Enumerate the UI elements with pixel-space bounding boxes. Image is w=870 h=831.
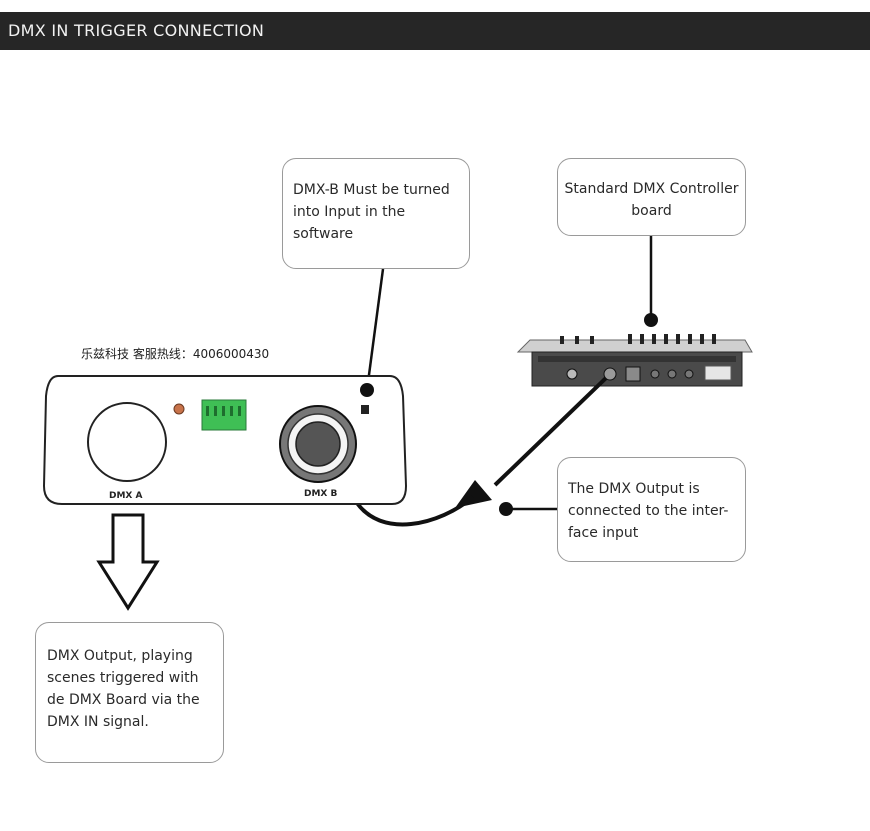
dmxb-connector-dot — [360, 383, 374, 397]
output-connector-dot — [499, 502, 513, 516]
header-bar: DMX IN TRIGGER CONNECTION — [0, 12, 870, 50]
controller-connector-dot — [644, 313, 658, 327]
page-title: DMX IN TRIGGER CONNECTION — [8, 21, 265, 40]
dmx-b-label: DMX B — [304, 489, 337, 499]
dmx-a-label: DMX A — [109, 491, 142, 501]
dmxb-callout-leader — [365, 268, 385, 391]
brand-hotline-text: 乐兹科技 客服热线：4006000430 — [81, 347, 270, 361]
controller-cable — [493, 376, 608, 487]
callout-dmx-b-input: DMX-B Must be turned into Input in the s… — [282, 158, 470, 269]
dmx-a-port — [87, 402, 167, 482]
callout-dmx-output-playing: DMX Output, playing scenes triggered wit… — [35, 622, 224, 763]
dmx-b-indicator — [361, 405, 369, 414]
dmx-interface-device: DMX A DMX B — [42, 375, 408, 505]
output-down-arrow — [96, 513, 160, 611]
callout-controller: Standard DMX Controller board — [557, 158, 746, 236]
cable-arrowhead — [455, 480, 492, 508]
status-led — [173, 403, 185, 415]
dmx-controller-console — [516, 313, 753, 387]
callout-dmx-output-connected: The DMX Output is connected to the inter… — [557, 457, 746, 562]
